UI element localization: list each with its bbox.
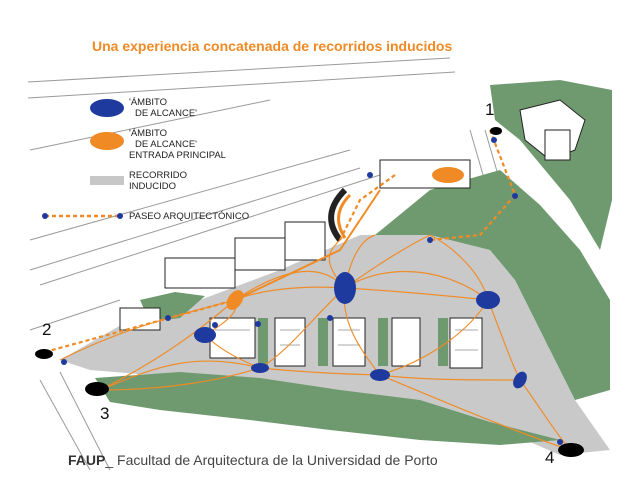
entrance-markers bbox=[35, 127, 584, 457]
footer-caption: FAUP_ Facultad de Arquitectura de la Uni… bbox=[68, 452, 438, 468]
corridor-to-top bbox=[234, 189, 381, 301]
green-area-south bbox=[95, 372, 560, 445]
legend-paseo-dot-right bbox=[117, 213, 123, 219]
legend-label-ambito: 'ÁMBITO DE ALCANCE' bbox=[129, 97, 198, 119]
green-strip-2 bbox=[318, 318, 328, 366]
footer-name: Facultad de Arquitectura de la Universid… bbox=[117, 452, 438, 468]
legend-paseo-dot-left bbox=[42, 213, 48, 219]
entrance-number-1: 1 bbox=[485, 100, 495, 119]
legend-label-entrada: 'ÁMBITO DE ALCANCE' ENTRADA PRINCIPAL bbox=[129, 128, 226, 161]
legend-orange-symbol bbox=[90, 132, 124, 150]
diagram-title: Una experiencia concatenada de recorrido… bbox=[92, 38, 453, 54]
paseo-dashed bbox=[44, 129, 517, 354]
entrance-number-2: 2 bbox=[42, 320, 52, 339]
legend-corridor-symbol bbox=[90, 176, 124, 185]
green-strip-4 bbox=[438, 318, 448, 366]
entrance-number-3: 3 bbox=[100, 404, 110, 423]
legend-label-recorrido: RECORRIDO INDUCIDO bbox=[129, 170, 188, 192]
green-strip-1 bbox=[258, 318, 268, 366]
pavilion-curve bbox=[328, 187, 348, 242]
buildings bbox=[119, 99, 586, 369]
building-details bbox=[215, 329, 478, 351]
orange-zones bbox=[226, 167, 464, 310]
green-area-north bbox=[375, 170, 610, 400]
blue-zones bbox=[194, 272, 527, 389]
legend-label-paseo: PASEO ARQUITECTÓNICO bbox=[129, 211, 250, 222]
footer-brand: FAUP bbox=[68, 452, 106, 468]
entrance-number-4: 4 bbox=[545, 448, 555, 467]
blue-dots bbox=[61, 137, 563, 445]
green-strip-3 bbox=[378, 318, 388, 366]
legend-blue-symbol bbox=[90, 99, 124, 117]
